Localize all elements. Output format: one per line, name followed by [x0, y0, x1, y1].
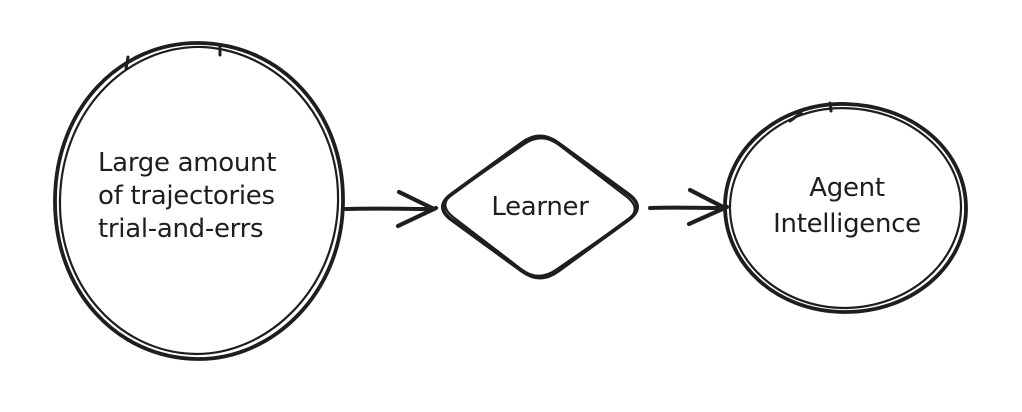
trajectories-label: Large amount of trajectories trial-and-e…	[98, 147, 276, 246]
agent-label-line-1: Agent	[809, 173, 885, 203]
agent-pen-tick-left	[788, 111, 803, 123]
trajectories-pen-tick-left	[124, 55, 130, 71]
arrow-1-head-icon2	[395, 205, 439, 229]
learner-label-line-1: Learner	[491, 192, 589, 222]
arrow-2-head-icon	[687, 187, 728, 211]
agent-pen-tick-top	[828, 101, 833, 113]
agent-intelligence-label: Agent Intelligence	[737, 170, 957, 242]
agent-ellipse-sketch	[728, 106, 963, 310]
agent-label-line-2: Intelligence	[773, 209, 921, 239]
learner-diamond-sketch	[444, 137, 636, 277]
edge-trajectories-learner	[344, 189, 439, 229]
trajectories-ellipse	[53, 41, 345, 361]
node-learner	[441, 134, 639, 280]
learner-label: Learner	[440, 191, 640, 223]
node-agent-intelligence	[723, 101, 968, 314]
arrow-1-head-icon	[396, 189, 437, 212]
edge-learner-agent	[648, 187, 730, 227]
trajectories-label-line-2: of trajectories	[98, 181, 275, 211]
trajectories-label-line-1: Large amount	[98, 148, 277, 178]
agent-ellipse	[723, 102, 968, 314]
trajectories-label-line-3: trial-and-errs	[98, 214, 264, 244]
node-trajectories	[53, 41, 345, 361]
trajectories-ellipse-sketch	[58, 45, 340, 356]
arrow-2-head-icon2	[686, 204, 730, 227]
